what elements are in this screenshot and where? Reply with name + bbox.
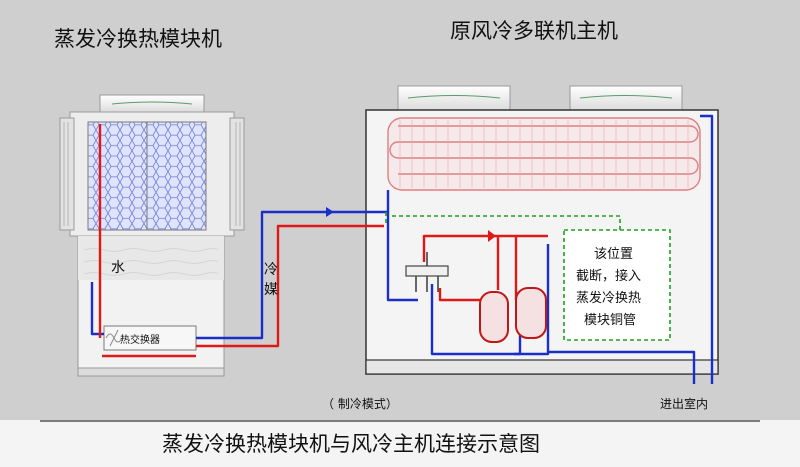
note-line-4: 模块铜管 xyxy=(584,313,636,328)
refrigerant-label-1: 冷 xyxy=(264,262,278,278)
fan-icon xyxy=(99,94,205,113)
bypass-dashed-line xyxy=(385,212,621,230)
note-line-1: 该位置 xyxy=(594,247,633,262)
note-box xyxy=(563,229,671,341)
evap-module-title: 蒸发冷换热模块机 xyxy=(54,27,222,51)
caption: 蒸发冷换热模块机与风冷主机连接示意图 xyxy=(162,432,540,456)
hot-pipes xyxy=(98,124,548,358)
note-line-2: 截断，接入 xyxy=(576,268,641,284)
condenser-coil xyxy=(387,117,701,191)
compressor-icon xyxy=(479,291,509,343)
four-way-valve-icon xyxy=(405,252,449,292)
fan-icon xyxy=(569,85,683,111)
evaporative-module xyxy=(59,94,245,377)
caption-band xyxy=(0,420,800,467)
fan-icon xyxy=(397,85,511,111)
compressor-icon xyxy=(515,287,547,339)
main-unit-title: 原风冷多联机主机 xyxy=(450,19,618,43)
indoor-inout-label: 进出室内 xyxy=(660,396,708,411)
water-label: 水 xyxy=(111,260,125,276)
refrigerant-label-2: 媒 xyxy=(264,282,278,298)
mode-label: （ 制冷模式） xyxy=(322,397,398,411)
heat-exchanger-label: 热交换器 xyxy=(120,333,160,346)
note-line-3: 蒸发冷换热 xyxy=(576,290,641,306)
